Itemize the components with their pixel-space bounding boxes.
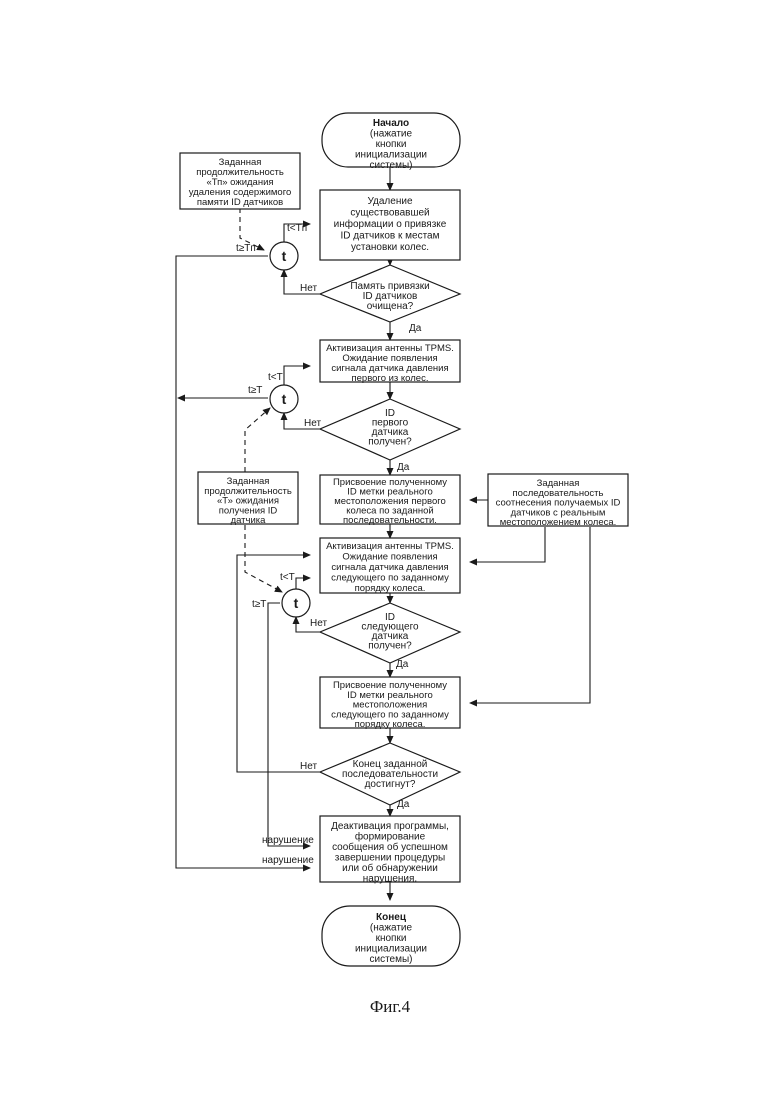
label-lt-tn: t<Tп: [287, 223, 307, 234]
label-yes-end: Да: [397, 799, 410, 810]
label-ge-tn: t≥Tп: [236, 243, 256, 254]
start-title: Начало: [373, 118, 409, 129]
decision-memory-line: очищена?: [367, 301, 414, 312]
start-line: системы): [369, 160, 412, 171]
process-activate2-line: Активизация антенны TPMS.: [326, 541, 454, 552]
arrow-seq-to-activate2: [470, 527, 545, 562]
end-terminal: Конец(нажатиекнопкиинициализациисистемы): [322, 906, 460, 966]
decision-end-line: достигнут?: [365, 779, 416, 790]
process-activate2-line: Ожидание появления: [342, 552, 437, 563]
process-delete-line: информации о привязке: [334, 218, 447, 230]
label-ge-t-2: t≥T: [248, 385, 262, 396]
decision-next-line: получен?: [368, 641, 412, 652]
timer-1: t: [270, 242, 298, 270]
timer-3-label: t: [294, 595, 299, 611]
label-no-next: Нет: [310, 618, 327, 629]
process-activate1-line: первого из колес.: [352, 373, 429, 384]
timer-1-label: t: [282, 248, 287, 264]
decision-end: Конец заданнойпоследовательностидостигну…: [320, 743, 460, 805]
process-activate2-line: сигнала датчика давления: [331, 562, 448, 573]
param-tn-line: памяти ID датчиков: [197, 197, 283, 208]
process-delete-line: установки колес.: [351, 242, 429, 253]
timer-2-label: t: [282, 391, 287, 407]
arrow-timer2-to-activate1: [284, 366, 310, 385]
label-no-end: Нет: [300, 761, 317, 772]
end-line: инициализации: [355, 944, 427, 955]
process-delete-line: ID датчиков к местам: [341, 231, 440, 242]
process-delete-box: Удалениесуществовавшейинформации о привя…: [320, 190, 460, 260]
timer-3: t: [282, 589, 310, 617]
start-line: инициализации: [355, 150, 427, 161]
label-lt-t-2: t<T: [268, 372, 283, 383]
process-final-box: Деактивация программы,формированиесообще…: [320, 816, 460, 885]
process-activate2-box: Активизация антенны TPMS.Ожидание появле…: [320, 538, 460, 594]
end-line: кнопки: [376, 933, 407, 944]
dashed-t-to-timer3: [245, 525, 282, 592]
arrow-end-no-to-activate2: [237, 555, 320, 772]
param-tn-box: Заданнаяпродолжительность«Тп» ожиданияуд…: [180, 153, 300, 209]
arrow-timer1-violation: [176, 256, 310, 868]
param-t-box: Заданнаяпродолжительность«Т» ожиданияпол…: [198, 472, 298, 526]
timer-2: t: [270, 385, 298, 413]
param-seq-line: местоположением колеса.: [500, 517, 617, 528]
label-yes-first: Да: [397, 462, 410, 473]
label-yes-memory: Да: [409, 323, 422, 334]
end-title: Конец: [376, 912, 407, 923]
decision-next: IDследующегодатчикаполучен?: [320, 603, 460, 663]
process-final-line: формирование: [355, 831, 426, 843]
process-final-line: нарушения.: [363, 874, 417, 885]
process-delete-line: Удаление: [367, 196, 412, 207]
start-line: кнопки: [376, 139, 407, 150]
label-lt-t-3: t<T: [280, 572, 295, 583]
start-terminal: Начало(нажатиекнопкиинициализациисистемы…: [322, 113, 460, 171]
process-delete-line: существовавшей: [350, 208, 429, 219]
label-violation-2: нарушение: [262, 855, 314, 866]
process-final-line: или об обнаружении: [342, 862, 438, 874]
process-assign2-box: Присвоение полученномуID метки реального…: [320, 677, 460, 730]
process-final-line: Деактивация программы,: [331, 821, 449, 832]
label-no-first: Нет: [304, 418, 321, 429]
process-activate2-line: следующего по заданному: [331, 573, 449, 584]
arrow-seq-to-assign2: [470, 527, 590, 703]
svg-text:Присвоение полученномуID метки: Присвоение полученномуID метки реального…: [333, 477, 447, 526]
process-assign1-line: последовательности.: [343, 515, 437, 526]
param-t-line: датчика: [231, 515, 267, 526]
label-yes-next: Да: [396, 659, 409, 670]
start-line: (нажатие: [370, 129, 413, 140]
param-seq-box: Заданнаяпоследовательностьсоотнесения по…: [488, 474, 628, 528]
arrow-timer3-violation: [268, 603, 310, 846]
decision-first-line: получен?: [368, 437, 412, 448]
decision-memory: Память привязкиID датчиковочищена?: [320, 265, 460, 322]
arrow-timer3-to-activate2: [296, 578, 310, 589]
label-violation-1: нарушение: [262, 835, 314, 846]
process-activate2-line: порядку колеса.: [355, 583, 426, 594]
process-final-line: завершении процедуры: [335, 853, 446, 864]
decision-first: IDпервогодатчикаполучен?: [320, 399, 460, 460]
label-ge-t-3: t≥T: [252, 599, 266, 610]
figure-caption: Фиг.4: [370, 997, 411, 1016]
process-assign1-box: Присвоение полученномуID метки реального…: [320, 475, 460, 526]
process-activate1-box: Активизация антенны TPMS.Ожидание появле…: [320, 340, 460, 384]
process-final-line: сообщения об успешном: [332, 841, 448, 853]
dashed-t-to-timer2: [245, 408, 270, 472]
process-assign2-line: порядку колеса.: [355, 719, 426, 730]
end-line: (нажатие: [370, 923, 413, 934]
label-no-memory: Нет: [300, 283, 317, 294]
end-line: системы): [369, 954, 412, 965]
